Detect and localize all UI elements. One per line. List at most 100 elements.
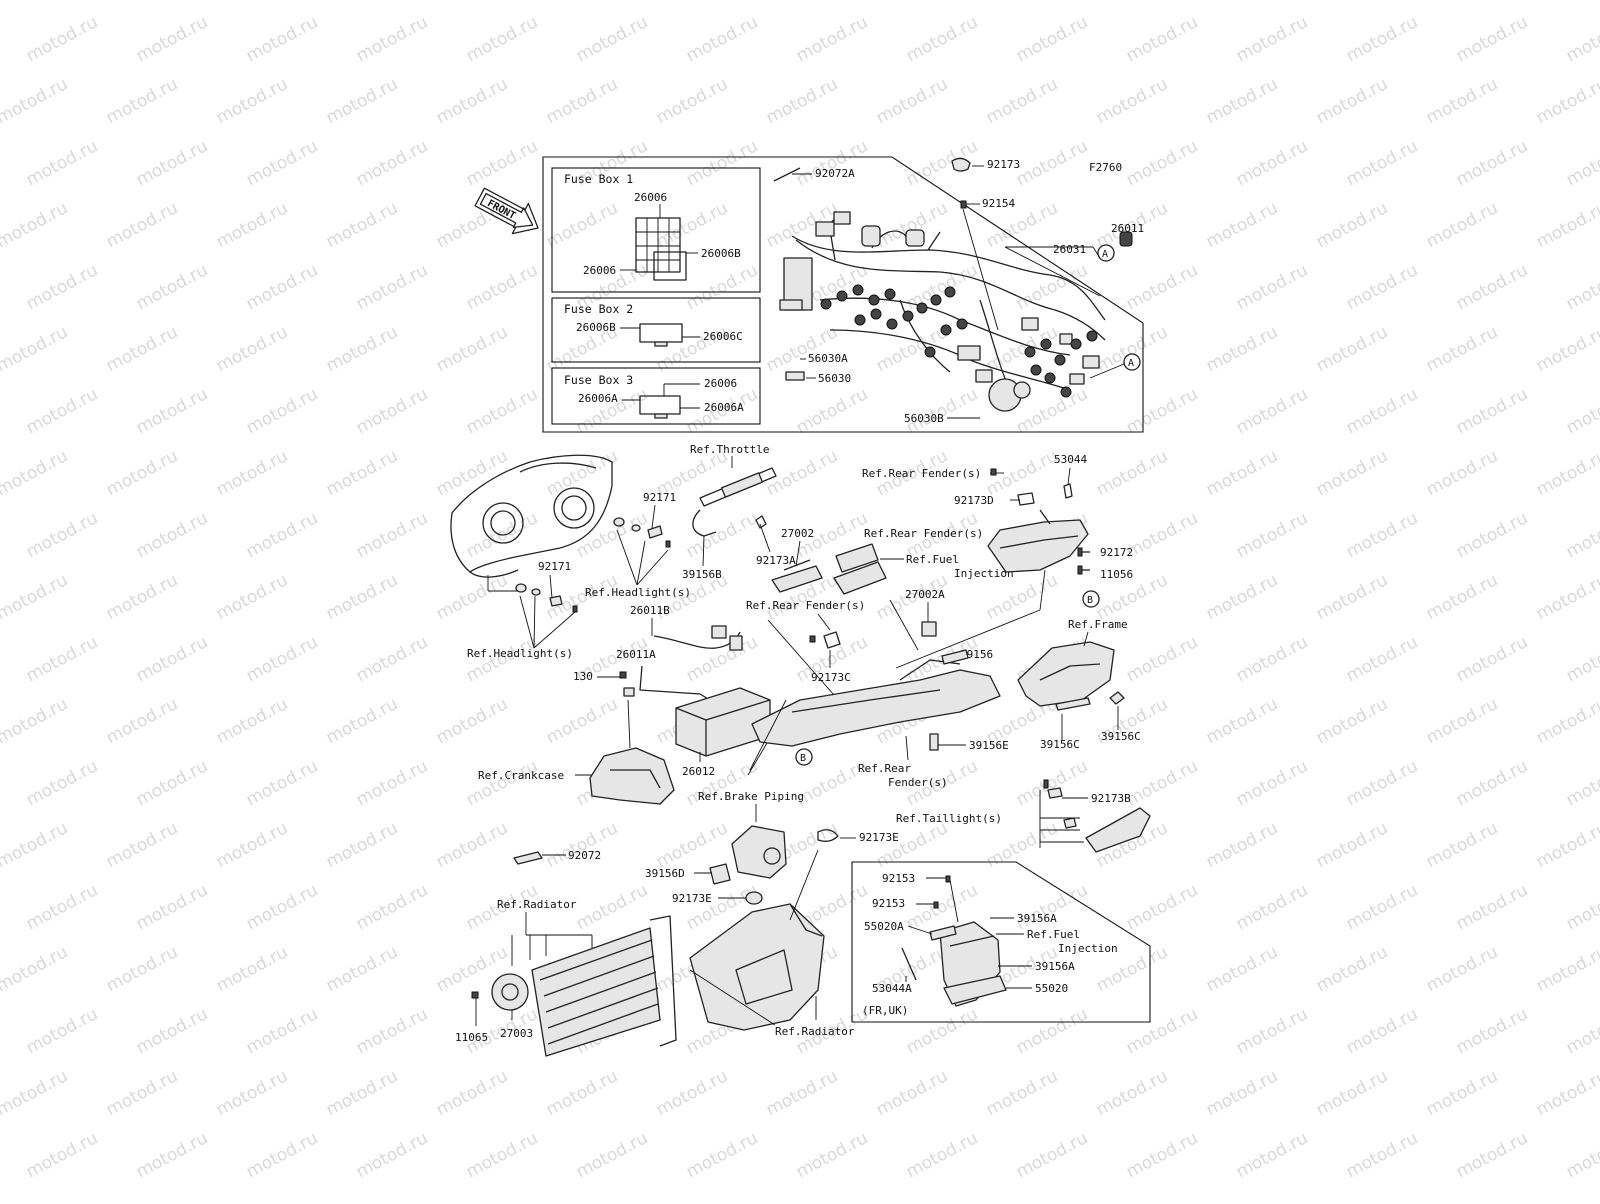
watermark-text: motod.ru: [903, 260, 981, 314]
harness-connector: [854, 314, 866, 326]
watermark-text: motod.ru: [1203, 198, 1281, 252]
watermark-text: motod.ru: [103, 942, 181, 996]
harness-connector: [902, 310, 914, 322]
watermark-text: motod.ru: [1343, 632, 1421, 686]
watermark-text: motod.ru: [1123, 508, 1201, 562]
label-53044: 53044: [1054, 453, 1087, 466]
watermark-text: motod.ru: [763, 74, 841, 128]
watermark-text: motod.ru: [133, 1004, 211, 1058]
watermark-text: motod.ru: [1533, 570, 1600, 624]
watermark-text: motod.ru: [323, 694, 401, 748]
watermark-text: motod.ru: [573, 12, 651, 66]
watermark-text: motod.ru: [1533, 694, 1600, 748]
label-92173A: 92173A: [756, 554, 796, 567]
watermark-text: motod.ru: [133, 632, 211, 686]
inset-label-39156A-a: 39156A: [1017, 912, 1057, 925]
part-92172-icon: [1077, 547, 1083, 557]
watermark-text: motod.ru: [1093, 446, 1171, 500]
part-92154-icon: [960, 200, 967, 209]
watermark-text: motod.ru: [763, 322, 841, 376]
radiator-drawing: [531, 915, 677, 1057]
watermark-text: motod.ru: [103, 1066, 181, 1120]
harness-connector: [1044, 372, 1056, 384]
watermark-text: motod.ru: [353, 1004, 431, 1058]
watermark-text: motod.ru: [1203, 694, 1281, 748]
watermark-text: motod.ru: [353, 880, 431, 934]
watermark-text: motod.ru: [243, 384, 321, 438]
watermark-text: motod.ru: [683, 1128, 761, 1182]
watermark-text: motod.ru: [1453, 880, 1531, 934]
part-11056-icon: [1077, 565, 1083, 575]
watermark-text: motod.ru: [543, 0, 621, 4]
watermark-text: motod.ru: [1563, 12, 1600, 66]
watermark-text: motod.ru: [653, 0, 731, 4]
watermark-text: motod.ru: [1533, 446, 1600, 500]
watermark-text: motod.ru: [903, 1128, 981, 1182]
part-92072-icon: [513, 851, 543, 865]
watermark-text: motod.ru: [323, 942, 401, 996]
watermark-text: motod.ru: [653, 198, 731, 252]
watermark-text: motod.ru: [1123, 632, 1201, 686]
watermark-text: motod.ru: [0, 694, 71, 748]
harness-connector: [836, 290, 848, 302]
watermark-text: motod.ru: [983, 1066, 1061, 1120]
svg-text:A: A: [1102, 249, 1108, 260]
harness-connectors: [820, 284, 1098, 398]
ref-crankcase: Ref.Crankcase: [478, 769, 564, 782]
watermark-text: motod.ru: [543, 446, 621, 500]
watermark-text: motod.ru: [1093, 1066, 1171, 1120]
watermark-text: motod.ru: [1013, 12, 1091, 66]
watermark-text: motod.ru: [103, 446, 181, 500]
watermark-text: motod.ru: [903, 1004, 981, 1058]
watermark-text: motod.ru: [433, 322, 511, 376]
watermark-text: motod.ru: [433, 0, 511, 4]
watermark-text: motod.ru: [433, 570, 511, 624]
fuse-box-1-part-b: 26006B: [701, 247, 741, 260]
watermark-text: motod.ru: [1123, 384, 1201, 438]
watermark-text: motod.ru: [653, 818, 731, 872]
fuse-box-3-part-c: 26006A: [704, 401, 744, 414]
watermark-text: motod.ru: [353, 756, 431, 810]
watermark-text: motod.ru: [243, 136, 321, 190]
inset-label-39156A-b: 39156A: [1035, 960, 1075, 973]
label-39156E: 39156E: [969, 739, 1009, 752]
watermark-text: motod.ru: [1563, 1128, 1600, 1182]
watermark-text: motod.ru: [1423, 818, 1501, 872]
watermark-text: motod.ru: [1203, 818, 1281, 872]
part-92173D-icon: [1017, 492, 1035, 506]
watermark-text: motod.ru: [323, 1066, 401, 1120]
watermark-text: motod.ru: [213, 942, 291, 996]
ref-rear-fender-bottom-1: Ref.Rear: [858, 762, 911, 775]
label-39156B: 39156B: [682, 568, 722, 581]
watermark-text: motod.ru: [243, 1128, 321, 1182]
watermark-text: motod.ru: [1563, 136, 1600, 190]
watermark-text: motod.ru: [1423, 694, 1501, 748]
ref-radiator-1: Ref.Radiator: [497, 898, 577, 911]
watermark-text: motod.ru: [243, 260, 321, 314]
harness-connector: [884, 288, 896, 300]
watermark-text: motod.ru: [1313, 1066, 1391, 1120]
label-39156C-a: 39156C: [1040, 738, 1080, 751]
ref-headlight-upper: Ref.Headlight(s): [585, 586, 691, 599]
headlight-fasteners: [515, 517, 671, 613]
watermark-text: motod.ru: [983, 0, 1061, 4]
watermark-text: motod.ru: [1203, 942, 1281, 996]
watermark-text: motod.ru: [133, 880, 211, 934]
label-39156C-b: 39156C: [1101, 730, 1141, 743]
fuse-box-2-drawing: [620, 323, 700, 347]
harness-connector: [956, 318, 968, 330]
watermark-text: motod.ru: [353, 12, 431, 66]
watermark-text: motod.ru: [103, 322, 181, 376]
watermark-text: motod.ru: [1533, 0, 1600, 4]
fuse-box-1-frame: [551, 167, 761, 293]
watermark-text: motod.ru: [463, 260, 541, 314]
label-92072A: 92072A: [815, 167, 855, 180]
watermark-text: motod.ru: [243, 508, 321, 562]
watermark-text: motod.ru: [23, 136, 101, 190]
inset-label-92153-b: 92153: [872, 897, 905, 910]
fuse-box-1-drawing: [620, 204, 698, 281]
watermark-text: motod.ru: [1563, 756, 1600, 810]
fuse-box-1-title: Fuse Box 1: [564, 172, 633, 186]
watermark-text: motod.ru: [323, 446, 401, 500]
